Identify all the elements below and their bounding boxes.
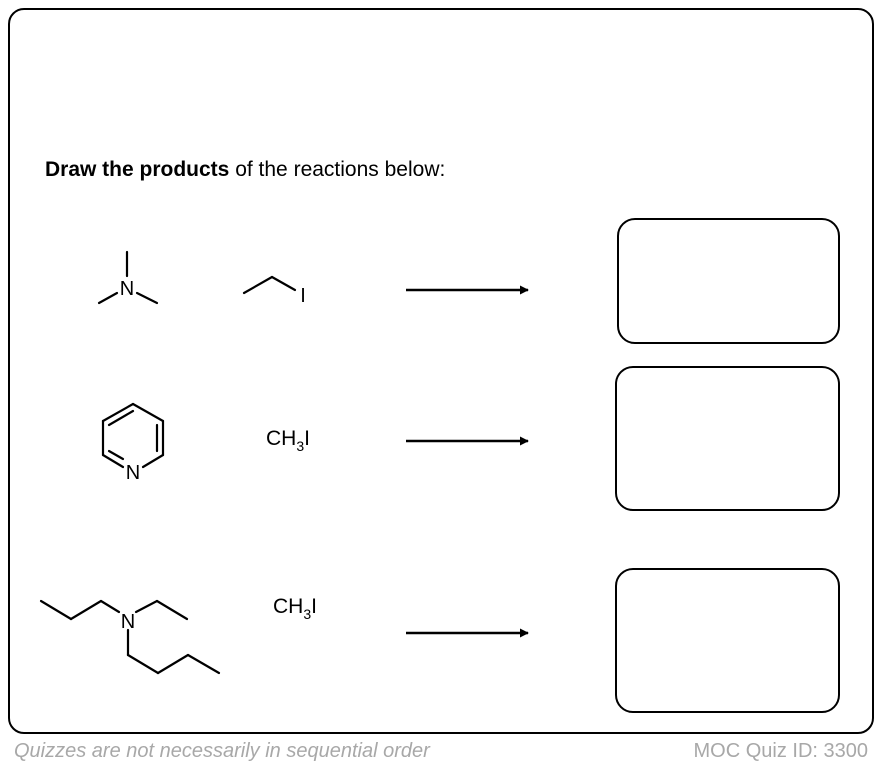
reagent-subscript-2: 3 bbox=[303, 606, 311, 622]
reagent-prefix-2: CH bbox=[273, 595, 303, 618]
pyridine-structure bbox=[101, 402, 165, 469]
footer-note: Quizzes are not necessarily in sequentia… bbox=[14, 740, 430, 762]
tertiary-amine-structure bbox=[39, 599, 221, 675]
quiz-card-frame bbox=[8, 8, 874, 734]
answer-box-1[interactable] bbox=[617, 218, 840, 344]
reagent-prefix-1: CH bbox=[266, 427, 296, 450]
trimethylamine-structure bbox=[97, 250, 159, 305]
ethyl-iodide-structure bbox=[242, 275, 297, 295]
amine-nitrogen-label: N bbox=[120, 278, 134, 300]
reagent-suffix-1: I bbox=[304, 427, 310, 450]
quiz-id: MOC Quiz ID: 3300 bbox=[693, 740, 868, 762]
methyl-iodide-label-1: CH3I bbox=[266, 427, 310, 454]
instruction-text: Draw the products of the reactions below… bbox=[45, 158, 445, 182]
answer-box-2[interactable] bbox=[615, 366, 840, 511]
reagent-subscript-1: 3 bbox=[296, 438, 304, 454]
pyridine-nitrogen-label: N bbox=[126, 462, 140, 484]
methyl-iodide-label-2: CH3I bbox=[273, 595, 317, 622]
reagent-suffix-2: I bbox=[311, 595, 317, 618]
instruction-rest: of the reactions below: bbox=[229, 158, 446, 181]
instruction-bold: Draw the products bbox=[45, 158, 230, 181]
answer-box-3[interactable] bbox=[615, 568, 840, 713]
tertiary-amine-nitrogen-label: N bbox=[121, 611, 135, 633]
iodine-label: I bbox=[300, 285, 306, 307]
